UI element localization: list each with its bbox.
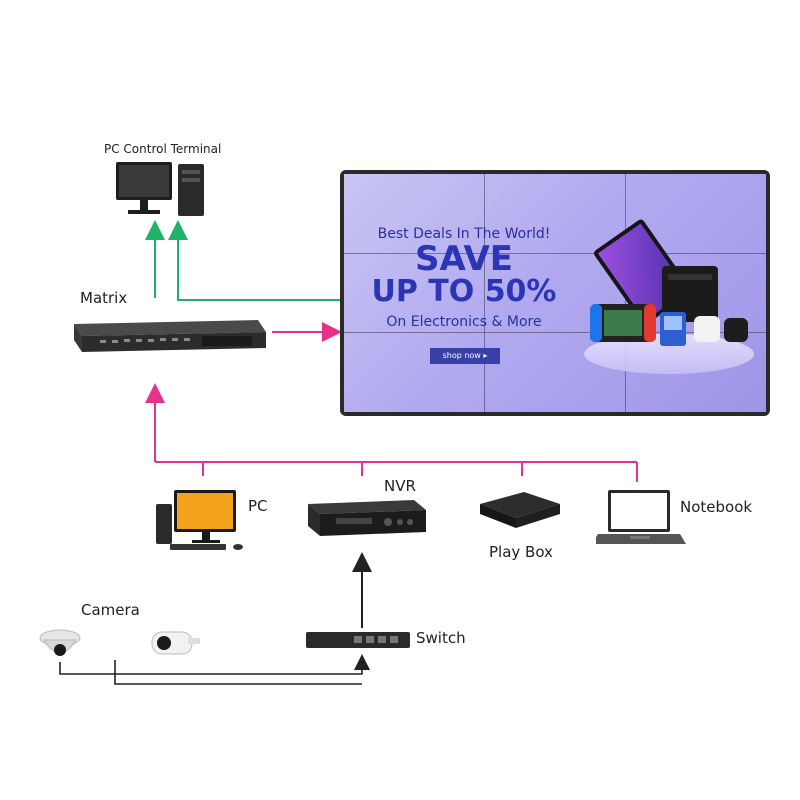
desktop-pc-icon [156,490,243,550]
nvr-recorder-icon [308,500,426,536]
pc-control-terminal-label: PC Control Terminal [104,142,222,156]
wall-seam-h1 [344,253,766,254]
bullet-camera-icon [151,631,200,655]
rack-matrix-icon [74,320,266,352]
promo-kicker: Best Deals In The World! [377,226,551,242]
laptop-icon [596,490,686,544]
notebook-label: Notebook [680,498,753,516]
link-cameras-to-switch [59,654,370,675]
promo-subline: On Electronics & More [386,314,542,330]
pc-label: PC [248,497,268,515]
play-box-label: Play Box [489,543,553,561]
network-switch-icon [306,632,410,648]
switch-label: Switch [416,629,466,647]
video-wall-screen: Best Deals In The World! SAVE UP TO 50% … [344,174,766,412]
wall-seam-v1 [484,174,485,412]
link-wall-to-terminal [168,220,345,301]
wall-seam-h2 [344,332,766,333]
promo-headline-2: UP TO 50% [371,274,557,309]
dome-camera-icon [39,629,81,656]
link-camera2-tap [114,660,362,685]
promo-headline-1: SAVE [414,239,514,279]
nvr-label: NVR [384,477,416,495]
desktop-computer-icon [116,162,204,216]
electronics-products-icon [590,219,748,346]
matrix-label: Matrix [80,289,128,307]
video-wall: Best Deals In The World! SAVE UP TO 50% … [340,170,770,416]
promo-block: Best Deals In The World! SAVE UP TO 50% … [344,226,584,330]
camera-label: Camera [81,601,140,619]
tv-box-icon [480,492,560,528]
shop-now-button[interactable]: shop now ▸ [430,348,500,364]
